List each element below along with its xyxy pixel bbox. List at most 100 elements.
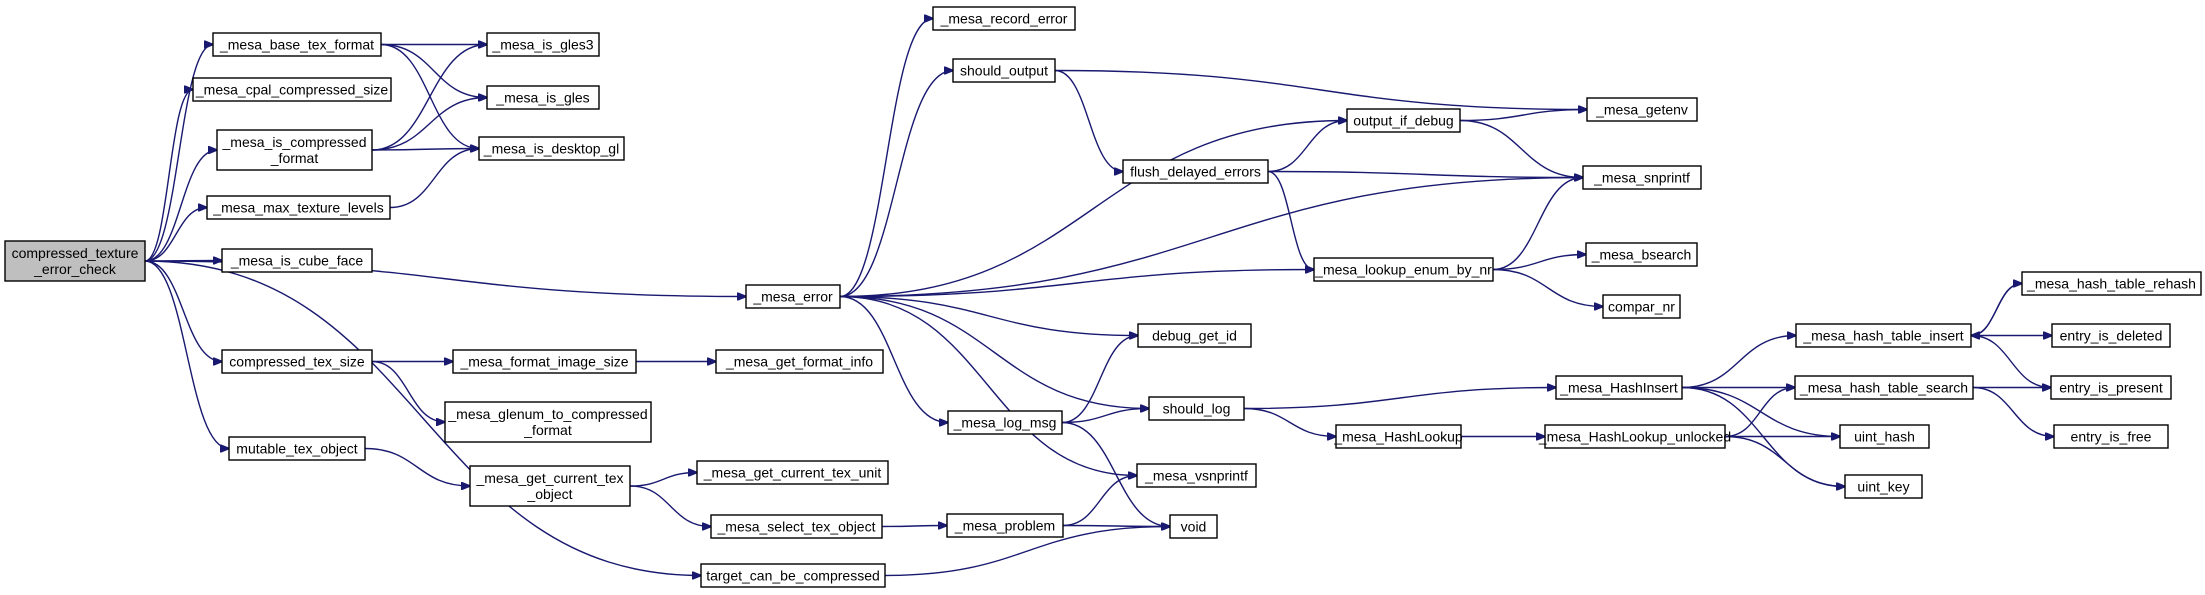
node-hash-insert[interactable]: _mesa_HashInsert	[1555, 375, 1683, 400]
node-label: entry_is_deleted	[2060, 328, 2163, 344]
node-target-can-be-compressed[interactable]: target_can_be_compressed	[700, 563, 886, 588]
node-is-gles[interactable]: _mesa_is_gles	[486, 85, 600, 110]
node-box	[1586, 97, 1698, 122]
node-label: _mesa_HashLookup_unlocked	[1538, 429, 1731, 445]
node-box	[1122, 159, 1269, 184]
node-box	[206, 195, 391, 220]
node-box	[228, 436, 366, 461]
node-compar-nr[interactable]: compar_nr	[1602, 294, 1681, 319]
node-should-output[interactable]: should_output	[952, 58, 1056, 83]
node-getenv[interactable]: _mesa_getenv	[1586, 97, 1698, 122]
edge-lookup_enum_by_nr-to-bsearch	[1492, 255, 1586, 271]
node-flush-delayed-errors[interactable]: flush_delayed_errors	[1122, 159, 1269, 184]
node-format-image-size[interactable]: _mesa_format_image_size	[452, 349, 637, 374]
node-box	[745, 284, 841, 309]
node-box	[444, 401, 652, 443]
node-is-desktop-gl[interactable]: _mesa_is_desktop_gl	[478, 136, 625, 161]
node-box	[1555, 375, 1683, 400]
node-get-format-info[interactable]: _mesa_get_format_info	[715, 349, 884, 374]
edge-hash_table_rehash-to-hash_table_insert	[1971, 282, 2023, 336]
node-debug-get-id[interactable]: debug_get_id	[1137, 323, 1252, 348]
node-label: entry_is_present	[2059, 380, 2163, 396]
node-record-error[interactable]: _mesa_record_error	[932, 6, 1076, 31]
node-label: _mesa_cpal_compressed_size	[195, 82, 388, 98]
node-hash-table-rehash[interactable]: _mesa_hash_table_rehash	[2021, 271, 2202, 296]
node-box	[1602, 294, 1681, 319]
node-label: debug_get_id	[1152, 328, 1237, 344]
node-root[interactable]: compressed_texture_error_check	[4, 240, 146, 282]
node-output-if-debug[interactable]: output_if_debug	[1346, 108, 1461, 133]
node-compressed-tex-size[interactable]: compressed_tex_size	[221, 349, 373, 374]
node-box	[216, 129, 373, 171]
node-label: _mesa_problem	[954, 518, 1055, 534]
node-glenum-to-compressed[interactable]: _mesa_glenum_to_compressed_format	[444, 401, 652, 443]
node-get-current-tex-unit[interactable]: _mesa_get_current_tex_unit	[696, 460, 889, 485]
node-box	[452, 349, 637, 374]
node-box	[700, 563, 886, 588]
edge-hash_insert-to-hash_table_insert	[1681, 336, 1796, 389]
node-cpal-size[interactable]: _mesa_cpal_compressed_size	[192, 77, 392, 102]
edge-hash_table_insert-to-entry_is_present	[1970, 334, 2051, 388]
node-box	[2021, 271, 2202, 296]
node-mesa-error[interactable]: _mesa_error	[745, 284, 841, 309]
edge-root-to-max_texture_levels	[144, 208, 207, 262]
edge-mesa_error-to-lookup_enum_by_nr	[839, 270, 1314, 298]
node-box	[1136, 463, 1257, 488]
node-label: _mesa_is_gles	[495, 90, 589, 106]
node-should-log[interactable]: should_log	[1148, 396, 1245, 421]
node-is-cube-face[interactable]: _mesa_is_cube_face	[221, 248, 373, 273]
node-box	[221, 248, 373, 273]
edge-flush_delayed_errors-to-output_if_debug	[1267, 121, 1347, 173]
node-label: _format	[270, 150, 319, 166]
node-label: _mesa_get_current_tex_unit	[703, 465, 882, 481]
node-entry-is-free[interactable]: entry_is_free	[2053, 424, 2169, 449]
node-is-compressed-format[interactable]: _mesa_is_compressed_format	[216, 129, 373, 171]
node-entry-is-present[interactable]: entry_is_present	[2050, 375, 2172, 400]
node-box	[1169, 514, 1218, 539]
node-lookup-enum-by-nr[interactable]: _mesa_lookup_enum_by_nr	[1313, 257, 1494, 282]
edge-root-to-compressed_tex_size	[144, 260, 222, 362]
node-log-msg[interactable]: _mesa_log_msg	[947, 410, 1063, 435]
node-hash-lookup[interactable]: _mesa_HashLookup	[1333, 424, 1463, 449]
edge-is_compressed_format-to-is_gles	[371, 98, 487, 151]
edge-should_output-to-flush_delayed_errors	[1054, 69, 1123, 172]
node-label: uint_key	[1857, 479, 1909, 495]
node-select-tex-object[interactable]: _mesa_select_tex_object	[710, 514, 883, 539]
node-void[interactable]: void	[1169, 514, 1218, 539]
node-box	[1795, 323, 1972, 348]
node-box	[2050, 375, 2172, 400]
edge-mesa_error-to-log_msg	[839, 295, 948, 423]
node-box	[478, 136, 625, 161]
edge-is_compressed_format-to-is_gles3	[371, 45, 487, 151]
node-is-gles3[interactable]: _mesa_is_gles3	[486, 32, 600, 57]
node-hash-table-search[interactable]: _mesa_hash_table_search	[1794, 375, 1974, 400]
node-uint-hash[interactable]: uint_hash	[1839, 424, 1930, 449]
node-box	[2053, 424, 2169, 449]
node-label: _mesa_glenum_to_compressed	[447, 406, 647, 422]
node-label: _mesa_log_msg	[953, 415, 1057, 431]
node-box	[947, 410, 1063, 435]
node-box	[1346, 108, 1461, 133]
edge-mesa_error-to-record_error	[839, 19, 933, 298]
node-bsearch[interactable]: _mesa_bsearch	[1585, 242, 1698, 267]
edge-hash_lookup_unlocked-to-hash_table_search	[1724, 388, 1795, 438]
node-mutable-tex-object[interactable]: mutable_tex_object	[228, 436, 366, 461]
node-label: uint_hash	[1854, 429, 1915, 445]
node-mesa-problem[interactable]: _mesa_problem	[946, 513, 1064, 538]
node-hash-lookup-unlocked[interactable]: _mesa_HashLookup_unlocked	[1538, 424, 1731, 449]
node-base-tex-format[interactable]: _mesa_base_tex_format	[212, 32, 382, 57]
node-get-current-tex-object[interactable]: _mesa_get_current_tex_object	[469, 465, 631, 507]
edge-mutable_tex_object-to-get_current_tex_object	[364, 447, 470, 487]
node-label: mutable_tex_object	[236, 441, 358, 457]
node-entry-is-deleted[interactable]: entry_is_deleted	[2051, 323, 2171, 348]
node-label: _mesa_is_compressed	[222, 134, 367, 150]
edge-hash_table_search-to-entry_is_free	[1972, 386, 2054, 437]
node-max-texture-levels[interactable]: _mesa_max_texture_levels	[206, 195, 391, 220]
node-hash-table-insert[interactable]: _mesa_hash_table_insert	[1795, 323, 1972, 348]
node-uint-key[interactable]: uint_key	[1844, 474, 1923, 499]
node-label: _mesa_getenv	[1595, 102, 1688, 118]
node-vsnprintf[interactable]: _mesa_vsnprintf	[1136, 463, 1257, 488]
node-label: _mesa_record_error	[940, 11, 1068, 27]
edge-root-to-target_can_be_compressed	[144, 260, 701, 576]
node-snprintf[interactable]: _mesa_snprintf	[1582, 165, 1702, 190]
